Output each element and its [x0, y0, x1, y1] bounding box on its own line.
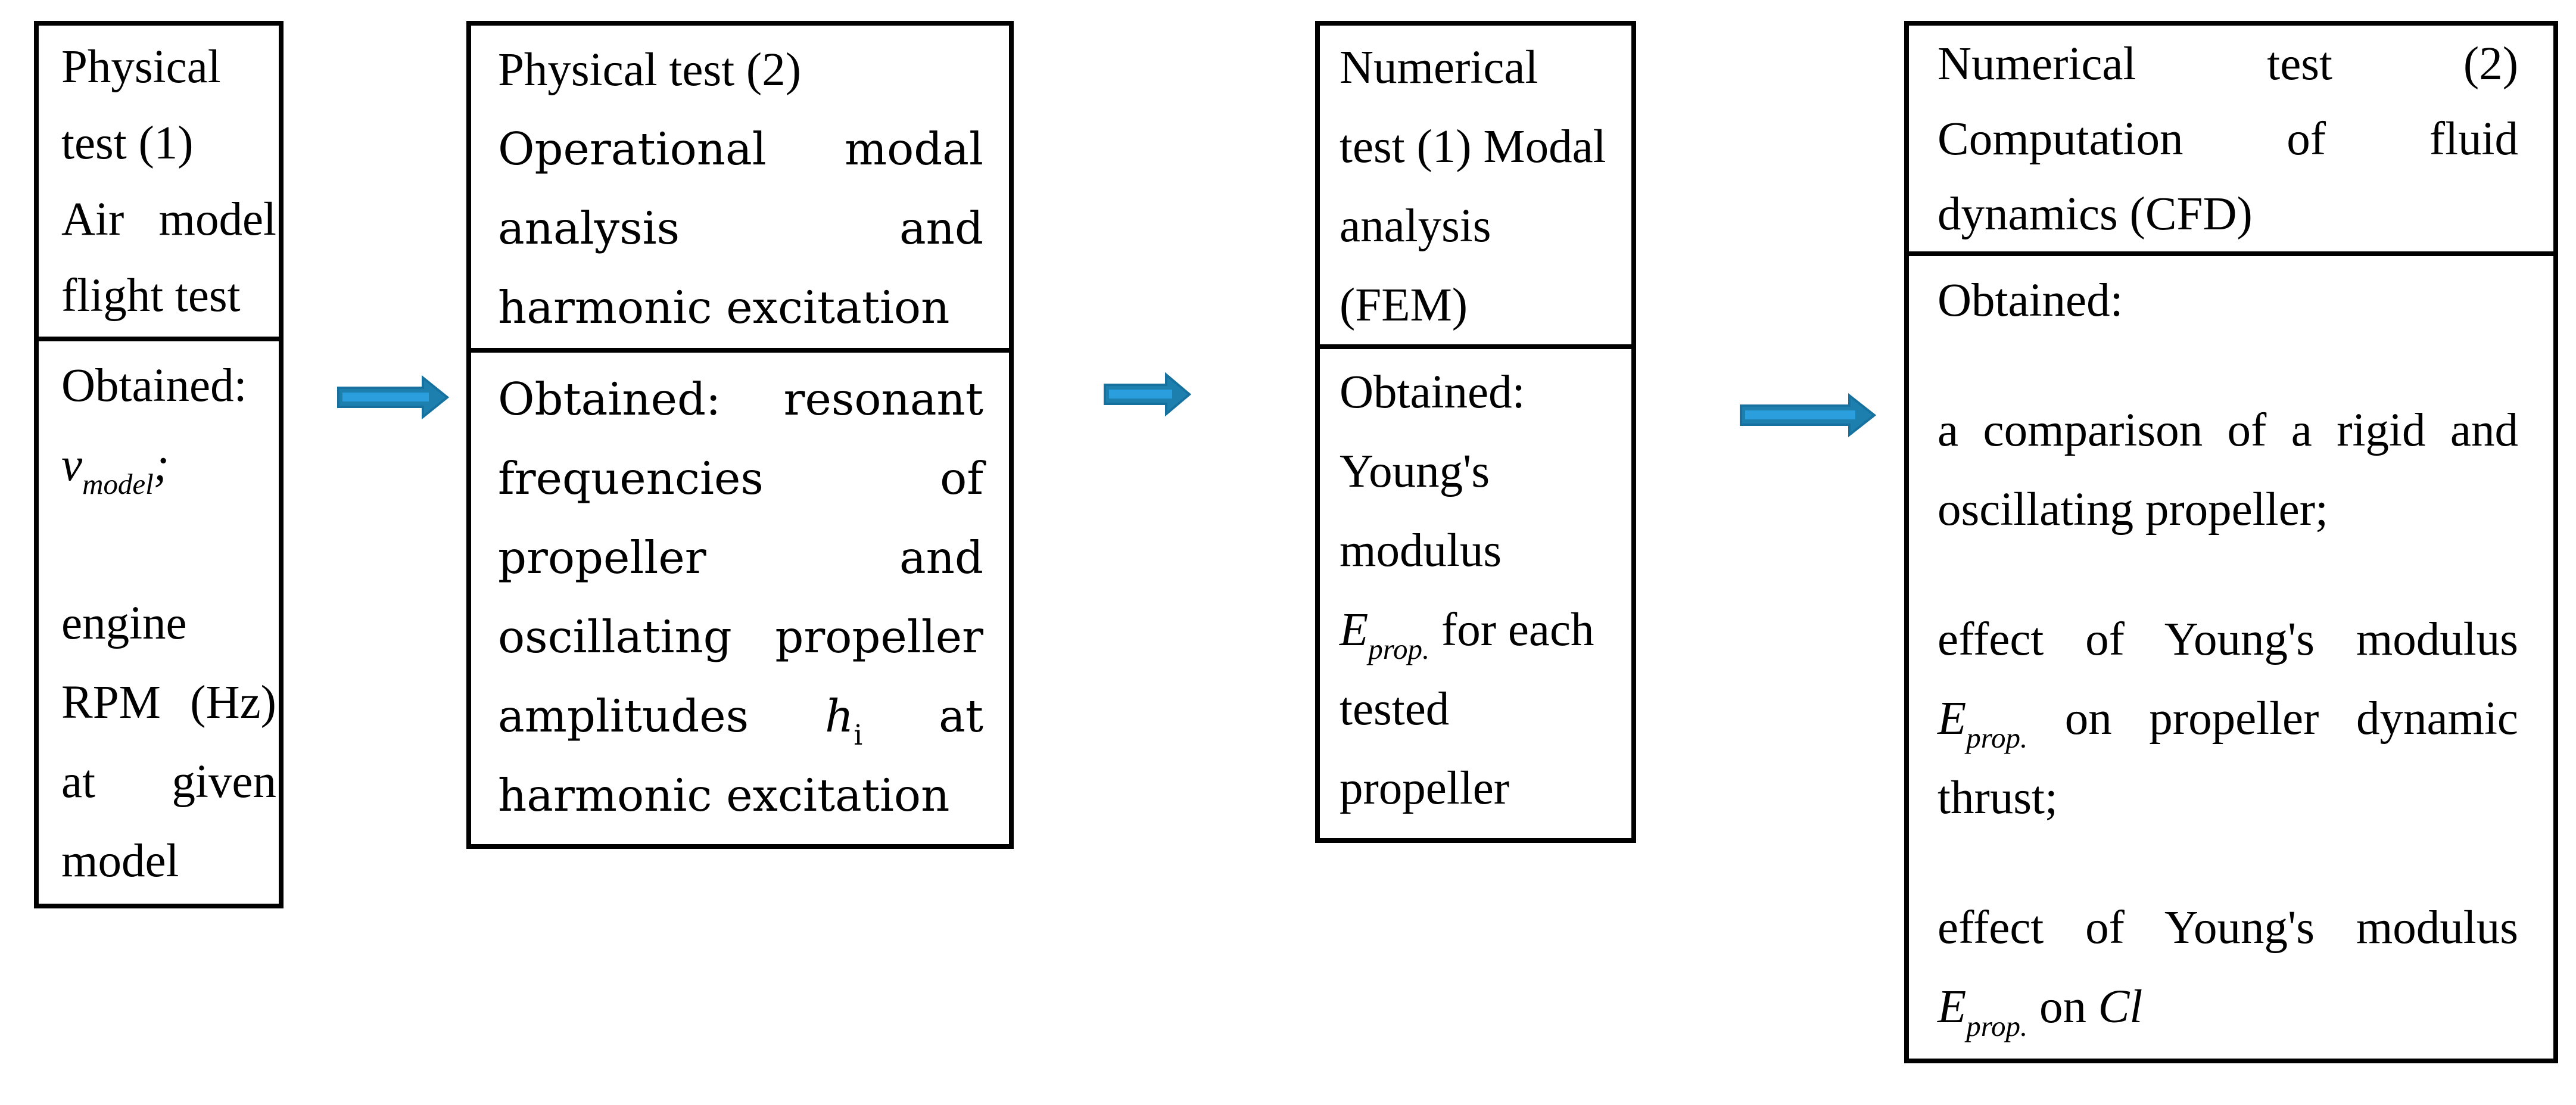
box-physical-test-1-title: Physical test (1) Air model flight test	[39, 26, 279, 341]
box-title-line: Physical test (2)	[498, 44, 802, 96]
flow-arrow-2-right-icon	[1104, 372, 1191, 416]
box-numerical-test-1: Numerical test (1) Modal analysis (FEM) …	[1315, 21, 1636, 843]
box-physical-test-1-obtained: Obtained: vmodel; engine RPM (Hz) at giv…	[39, 341, 279, 901]
box-numerical-test-2-obtained: Obtained: a comparison of a rigid and os…	[1909, 256, 2553, 1047]
box-title-line: Operational modal analysis and harmonic …	[498, 123, 983, 334]
box-numerical-test-2: Numerical test (2) Computation of fluid …	[1904, 21, 2558, 1063]
box-physical-test-2-title: Physical test (2) Operational modal anal…	[471, 26, 1009, 353]
obtained-label: Obtained:	[1938, 275, 2123, 326]
box-physical-test-2-obtained: Obtained: resonant frequencies of propel…	[471, 353, 1009, 835]
box-numerical-test-2-title: Numerical test (2) Computation of fluid …	[1909, 26, 2553, 256]
box-numerical-test-1-obtained: Obtained: Young's modulus Eprop. for eac…	[1320, 349, 1631, 828]
obtained-text: Obtained: resonant frequencies of propel…	[498, 373, 983, 821]
box-title-line: Air model flight test	[61, 194, 276, 322]
obtained-text: Obtained: Young's modulus Eprop. for eac…	[1340, 366, 1594, 814]
obtained-item-vmodel: vmodel;	[61, 439, 170, 500]
box-title-line: Numerical test (1) Modal analysis (FEM)	[1340, 42, 1606, 331]
obtained-label: Obtained:	[61, 360, 247, 412]
obtained-item-effect-thrust: effect of Young's modulus Eprop. on prop…	[1938, 614, 2518, 824]
flow-arrow-1-right-icon	[337, 375, 450, 419]
box-title-line: Physical test (1)	[61, 41, 221, 169]
flow-arrow-3-right-icon	[1740, 393, 1876, 437]
obtained-item-effect-cl: effect of Young's modulus Eprop. on Cl	[1938, 902, 2518, 1042]
box-title-line: Numerical test (2) Computation of fluid …	[1938, 38, 2518, 240]
obtained-item-comparison: a comparison of a rigid and oscillating …	[1938, 404, 2518, 536]
obtained-item-engine-rpm: engine RPM (Hz) at given model	[61, 597, 276, 887]
box-numerical-test-1-title: Numerical test (1) Modal analysis (FEM)	[1320, 26, 1631, 349]
box-physical-test-2: Physical test (2) Operational modal anal…	[466, 21, 1014, 849]
box-physical-test-1: Physical test (1) Air model flight test …	[34, 21, 284, 908]
